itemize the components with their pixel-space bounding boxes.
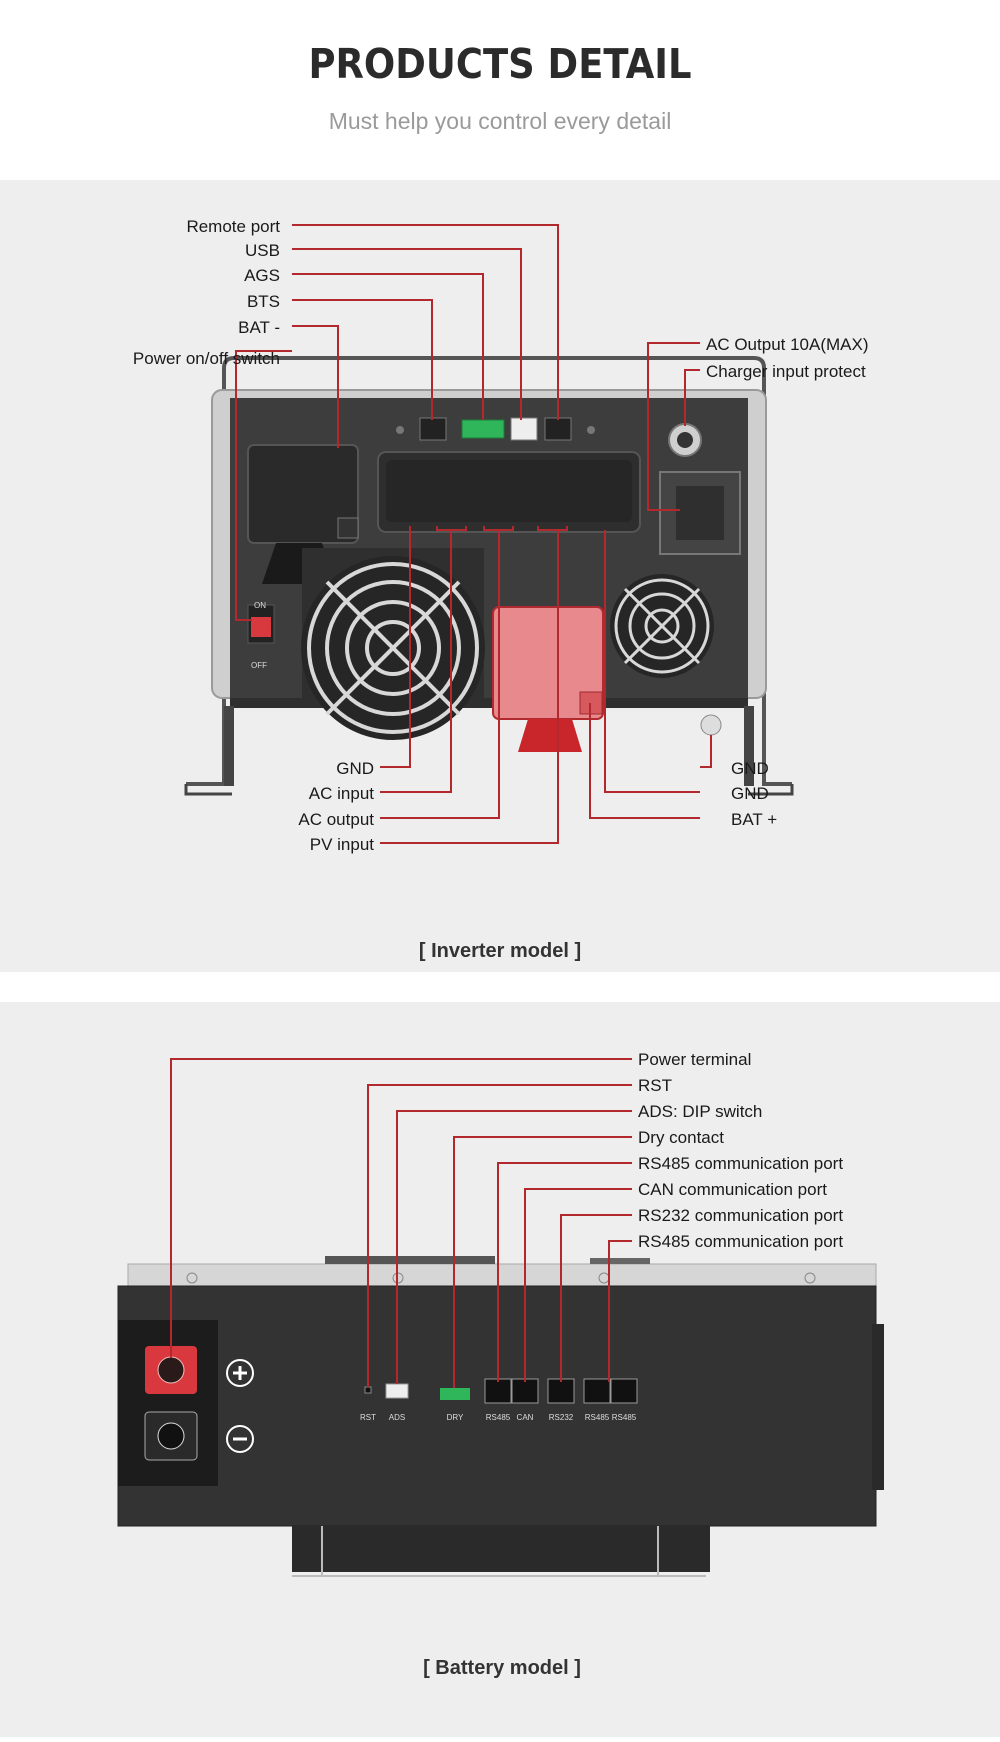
label-remote-port: Remote port bbox=[186, 217, 280, 236]
label-gnd-right-2: GND bbox=[731, 784, 769, 803]
inverter-diagram: ON OFF Remote port USB AGS BTS BAT - Pow… bbox=[133, 217, 869, 962]
label-ac-input: AC input bbox=[309, 784, 374, 803]
label-rst: RST bbox=[638, 1076, 672, 1095]
switch-on-text: ON bbox=[254, 601, 266, 610]
port-text-rs232: RS232 bbox=[549, 1413, 574, 1422]
port-text-rs485-1: RS485 bbox=[486, 1413, 511, 1422]
page-subtitle: Must help you control every detail bbox=[328, 108, 672, 134]
inverter-leader-lines bbox=[235, 224, 712, 844]
port-text-ads: ADS bbox=[389, 1413, 405, 1422]
label-ags: AGS bbox=[244, 266, 280, 285]
label-charger-protect: Charger input protect bbox=[706, 362, 866, 381]
label-ac-output: AC output bbox=[298, 810, 374, 829]
label-pv-input: PV input bbox=[310, 835, 375, 854]
inverter-caption: [ Inverter model ] bbox=[419, 940, 581, 962]
label-rs232: RS232 communication port bbox=[638, 1206, 843, 1225]
port-text-rst: RST bbox=[360, 1413, 376, 1422]
port-text-dry: DRY bbox=[447, 1413, 464, 1422]
page-header: PRODUCTS DETAIL Must help you control ev… bbox=[0, 0, 1000, 180]
port-text-rs485-2: RS485 bbox=[585, 1413, 610, 1422]
port-text-rs485-3: RS485 bbox=[612, 1413, 637, 1422]
label-power-terminal: Power terminal bbox=[638, 1050, 751, 1069]
page-title: PRODUCTS DETAIL bbox=[308, 40, 692, 88]
battery-leader-lines bbox=[170, 1058, 632, 1388]
label-ads: ADS: DIP switch bbox=[638, 1102, 762, 1121]
battery-diagram: RST ADS DRY RS485 CAN RS232 RS485 RS485 … bbox=[117, 1050, 884, 1679]
switch-off-text: OFF bbox=[251, 661, 267, 670]
inverter-panel: ON OFF Remote port USB AGS BTS BAT - Pow… bbox=[0, 180, 1000, 972]
label-power-switch: Power on/off switch bbox=[133, 349, 280, 368]
label-gnd-left: GND bbox=[336, 759, 374, 778]
label-rs485-b: RS485 communication port bbox=[638, 1232, 843, 1251]
label-bts: BTS bbox=[247, 292, 280, 311]
label-rs485-a: RS485 communication port bbox=[638, 1154, 843, 1173]
label-bat-plus: BAT + bbox=[731, 810, 777, 829]
battery-device bbox=[117, 1256, 884, 1577]
label-bat-minus: BAT - bbox=[238, 318, 280, 337]
label-usb: USB bbox=[245, 241, 280, 260]
battery-caption: [ Battery model ] bbox=[423, 1657, 581, 1679]
port-text-can: CAN bbox=[517, 1413, 534, 1422]
label-dry-contact: Dry contact bbox=[638, 1128, 724, 1147]
label-gnd-right-1: GND bbox=[731, 759, 769, 778]
label-ac-output-10a: AC Output 10A(MAX) bbox=[706, 335, 869, 354]
battery-panel: RST ADS DRY RS485 CAN RS232 RS485 RS485 … bbox=[0, 1002, 1000, 1737]
inverter-device bbox=[184, 356, 794, 796]
label-can: CAN communication port bbox=[638, 1180, 827, 1199]
